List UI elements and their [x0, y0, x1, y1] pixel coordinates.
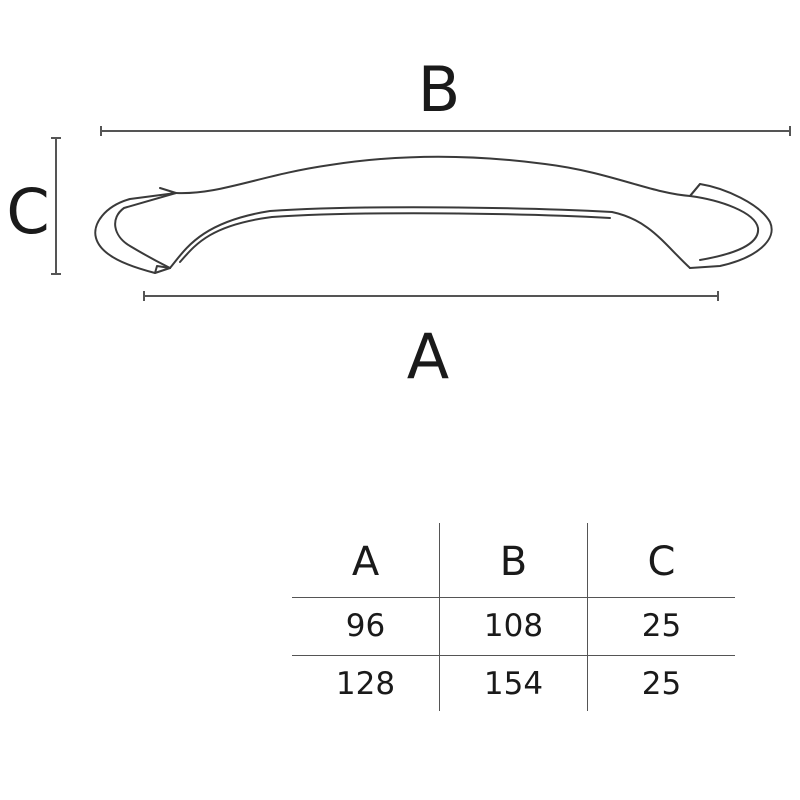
table-header-a: A: [351, 539, 380, 585]
dimension-a: A: [143, 291, 719, 393]
handle-right-foot-end: [689, 183, 701, 197]
table-row-1-c: 25: [641, 608, 682, 644]
table-row-2-c: 25: [641, 666, 682, 702]
handle-grip-edge: [169, 206, 691, 269]
dimension-b: B: [100, 53, 791, 136]
dimension-a-label: A: [407, 320, 449, 393]
handle-top-arch: [175, 155, 691, 197]
dimension-c: C: [6, 137, 61, 275]
handle-left-foot-outer: [94, 187, 177, 274]
table-row-1-a: 96: [345, 608, 386, 644]
handle-right-foot-outer: [689, 183, 773, 269]
handle-drawing: [94, 155, 773, 274]
handle-left-foot-inner: [114, 192, 177, 269]
table-header-rule: [292, 597, 735, 598]
table-column-rule-2: [587, 523, 588, 711]
dimension-b-label: B: [418, 53, 461, 126]
dimension-table: A B C 96 108 25 128 154 25: [292, 523, 735, 711]
table-row-rule: [292, 655, 735, 656]
table-column-rule-1: [439, 523, 440, 711]
table-row-1-b: 108: [483, 608, 544, 644]
table-row-2-b: 154: [483, 666, 544, 702]
handle-left-foot-end: [154, 265, 171, 274]
table-header-b: B: [499, 539, 528, 585]
dimension-c-label: C: [6, 175, 49, 248]
handle-grip-inner: [179, 212, 611, 263]
table-header-c: C: [647, 539, 676, 585]
table-row-2-a: 128: [335, 666, 396, 702]
handle-right-foot-inner: [689, 195, 760, 261]
